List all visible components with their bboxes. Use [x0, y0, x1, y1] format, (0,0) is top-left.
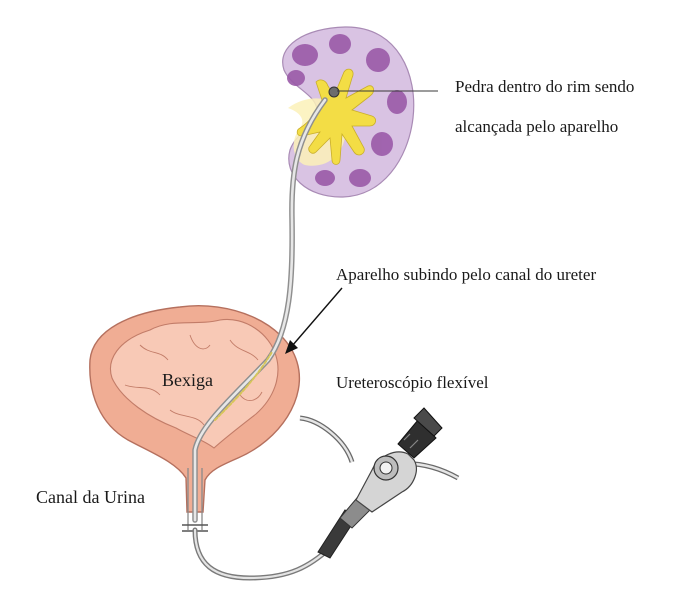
kidney	[282, 26, 415, 198]
bladder-folds	[124, 334, 263, 426]
scope-label: Ureteroscópio flexível	[336, 373, 489, 392]
bladder	[89, 305, 301, 532]
renal-pelvis	[296, 68, 376, 165]
stone-label-line1: Pedra dentro do rim sendo	[455, 77, 634, 96]
ureteroscope-wire	[192, 97, 333, 581]
stone-label-line2: alcançada pelo aparelho	[455, 117, 618, 136]
ureter-arrow	[285, 287, 343, 354]
kidney-calyces	[287, 34, 407, 187]
urethra	[187, 468, 203, 530]
ureteroscope	[299, 407, 460, 559]
ureter-label: Aparelho subindo pelo canal do ureter	[336, 265, 596, 284]
bladder-label: Bexiga	[162, 370, 213, 390]
urethra-label: Canal da Urina	[36, 487, 145, 507]
kidney-stone	[328, 86, 340, 98]
